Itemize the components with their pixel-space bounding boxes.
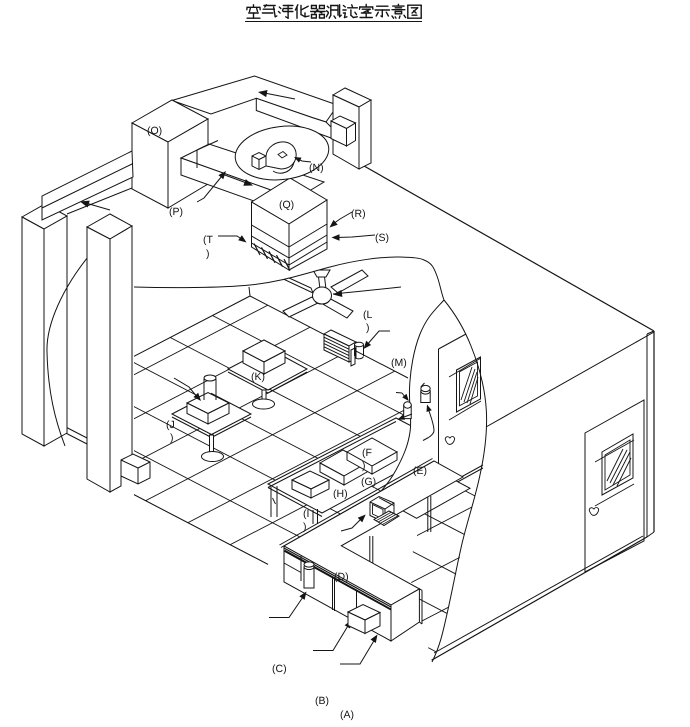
svg-text:(P): (P) — [169, 206, 183, 218]
svg-text:(H): (H) — [333, 488, 348, 500]
svg-text:): ) — [366, 322, 370, 334]
svg-text:(O): (O) — [147, 125, 162, 137]
svg-text:): ) — [206, 248, 210, 260]
svg-text:(F: (F — [362, 447, 372, 459]
svg-text:): ) — [362, 460, 366, 472]
svg-text:(C): (C) — [272, 663, 287, 675]
svg-text:(M): (M) — [391, 357, 407, 369]
svg-text:(J: (J — [166, 419, 175, 431]
svg-text:(Q): (Q) — [279, 199, 294, 211]
svg-text:(B): (B) — [315, 695, 329, 707]
svg-text:(G): (G) — [361, 476, 376, 488]
svg-text:(T: (T — [203, 234, 213, 246]
svg-text:(K): (K) — [251, 371, 265, 383]
svg-text:(D): (D) — [334, 571, 349, 583]
svg-text:): ) — [170, 432, 174, 444]
svg-text:(A): (A) — [340, 709, 354, 721]
svg-text:(S): (S) — [375, 232, 389, 244]
svg-text:(N): (N) — [309, 162, 324, 174]
svg-text:): ) — [303, 521, 307, 533]
svg-text:(I: (I — [303, 508, 309, 520]
svg-text:(L: (L — [363, 309, 372, 321]
svg-text:(E): (E) — [413, 465, 427, 477]
svg-text:(R): (R) — [351, 208, 366, 220]
